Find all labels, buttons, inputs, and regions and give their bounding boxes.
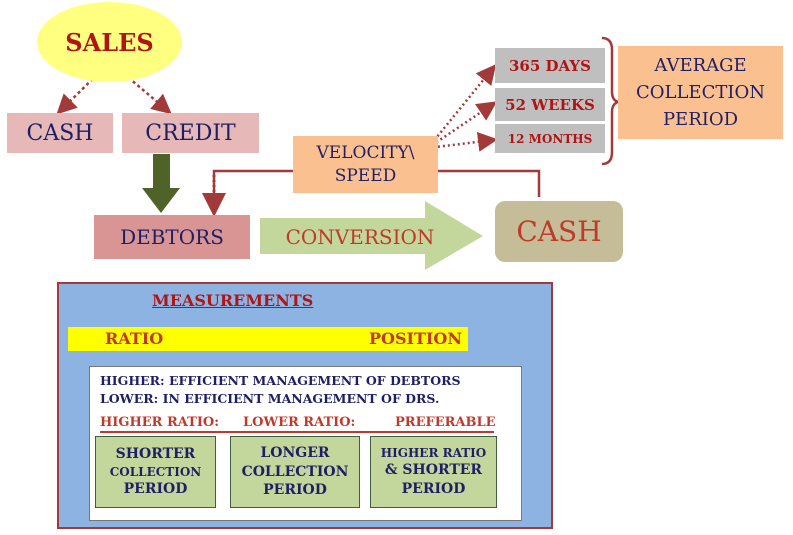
debtors-label: DEBTORS	[120, 225, 224, 249]
speed-label: SPEED	[334, 165, 397, 186]
acp-line-2: COLLECTION	[636, 82, 765, 103]
velocity-node: VELOCITY\ SPEED	[293, 136, 438, 193]
average-collection-period-node: AVERAGE COLLECTION PERIOD	[618, 46, 783, 139]
ratio-position-bar	[68, 327, 468, 351]
measurements-title: MEASUREMENTS	[152, 291, 314, 310]
higher-ratio-box: SHORTER COLLECTION PERIOD	[95, 436, 216, 508]
sales-node: SALES	[37, 2, 182, 82]
preferable-box: HIGHER RATIO & SHORTER PERIOD	[370, 436, 497, 508]
conversion-label: CONVERSION	[285, 225, 435, 249]
credit-to-debtors-arrow	[142, 154, 180, 213]
lower-ratio-box: LONGER COLLECTION PERIOD	[230, 436, 360, 508]
box2-line-3: PERIOD	[263, 482, 327, 499]
box2-line-2: COLLECTION	[241, 463, 349, 480]
lower-interpretation: LOWER: IN EFFICIENT MANAGEMENT OF DRS.	[100, 391, 440, 406]
credit-node: CREDIT	[122, 113, 259, 153]
cash-node: CASH	[7, 113, 113, 153]
velocity-left-connector	[212, 169, 293, 211]
cash-result-label: CASH	[516, 215, 602, 248]
higher-interpretation: HIGHER: EFFICIENT MANAGEMENT OF DEBTORS	[100, 373, 461, 388]
acp-line-1: AVERAGE	[654, 55, 747, 76]
box1-line-2: COLLECTION	[109, 464, 202, 479]
credit-label: CREDIT	[145, 120, 236, 146]
ratio-label: RATIO	[105, 329, 164, 348]
period-12-months: 12 MONTHS	[495, 124, 605, 153]
velocity-to-12-arrow	[427, 131, 498, 152]
velocity-label: VELOCITY\	[316, 142, 415, 163]
velocity-to-52-arrow	[427, 101, 498, 150]
box3-line-1: HIGHER RATIO	[380, 446, 487, 461]
position-label: POSITION	[369, 329, 462, 348]
lower-ratio-heading: LOWER RATIO:	[243, 415, 356, 430]
period-365-days: 365 DAYS	[495, 48, 605, 83]
box2-line-1: LONGER	[260, 444, 330, 461]
velocity-to-365-arrow	[427, 64, 497, 149]
box3-line-3: PERIOD	[401, 481, 466, 498]
box1-line-1: SHORTER	[115, 446, 196, 463]
debtors-node: DEBTORS	[94, 215, 250, 259]
box3-line-2: & SHORTER	[384, 462, 483, 479]
preferable-heading: PREFERABLE	[395, 415, 496, 430]
acp-line-3: PERIOD	[662, 109, 739, 130]
box1-line-3: PERIOD	[123, 481, 188, 498]
heading-underline	[100, 431, 494, 433]
cash-result-node: CASH	[495, 201, 623, 262]
velocity-right-connector	[438, 169, 541, 197]
higher-ratio-heading: HIGHER RATIO:	[100, 415, 220, 430]
conversion-arrow	[260, 201, 483, 270]
period-52-weeks: 52 WEEKS	[495, 88, 605, 121]
sales-label: SALES	[65, 27, 154, 57]
cash-label: CASH	[26, 120, 94, 146]
